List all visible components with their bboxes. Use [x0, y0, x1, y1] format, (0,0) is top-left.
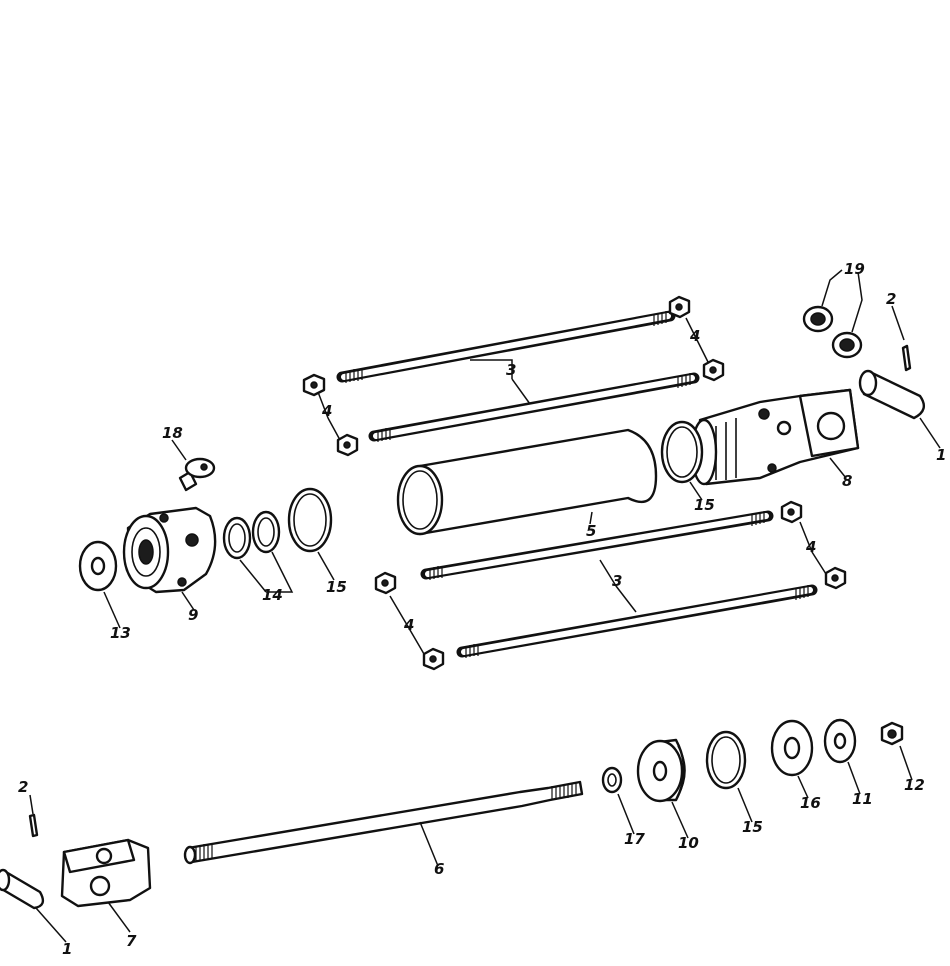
callout-4-a: 4	[689, 327, 700, 345]
callout-15-head: 15	[326, 578, 347, 596]
washer-16	[770, 719, 814, 777]
piston-rod	[183, 780, 584, 865]
callout-16: 16	[800, 794, 821, 812]
tie-rod-nut-1	[302, 373, 326, 397]
cotter-pin-lower	[28, 813, 39, 838]
callout-4-d: 4	[403, 616, 414, 634]
callout-5: 5	[586, 522, 596, 540]
callout-2-upper: 2	[886, 290, 896, 308]
tie-rod-nut-5	[780, 500, 803, 524]
callout-15-barrel: 15	[694, 496, 715, 514]
rod-end-cap	[690, 388, 860, 486]
tie-rod-nut-7	[374, 571, 397, 595]
callout-1-lower: 1	[62, 940, 72, 958]
washer-13	[78, 540, 118, 592]
callout-18: 18	[162, 424, 183, 442]
tie-rod-nut-6	[824, 566, 847, 590]
washer-11	[823, 718, 857, 764]
clevis-pin-lower	[0, 868, 45, 910]
callout-4-b: 4	[321, 402, 332, 420]
o-ring-barrel	[660, 420, 704, 484]
o-ring-head	[287, 487, 333, 553]
callout-13: 13	[110, 624, 131, 642]
seal-14-a	[222, 516, 252, 560]
tie-rod-upper-front	[368, 372, 700, 442]
callout-4-c: 4	[805, 538, 816, 556]
o-ring-piston	[705, 730, 747, 790]
callout-10: 10	[678, 834, 699, 852]
clevis-pin-upper	[858, 369, 926, 420]
grease-fitting	[178, 457, 216, 492]
tie-rod-threads	[345, 311, 809, 658]
callout-17: 17	[624, 830, 645, 848]
callout-15-piston: 15	[742, 818, 763, 836]
tie-rod-nut-2	[336, 433, 359, 457]
rod-clevis	[60, 838, 152, 908]
callout-8: 8	[842, 472, 852, 490]
seal-14-b	[251, 510, 281, 554]
callout-3-upper: 3	[506, 361, 516, 379]
cotter-pin-upper	[901, 344, 912, 372]
callout-2-lower: 2	[18, 778, 28, 796]
tie-rod-nut-3	[668, 295, 691, 319]
callout-14: 14	[262, 586, 283, 604]
callout-1-upper: 1	[936, 446, 946, 464]
tie-rod-nut-8	[422, 647, 445, 671]
tie-rod-upper-back	[336, 310, 676, 383]
bushing-19-a	[802, 305, 834, 333]
washer-17	[601, 766, 623, 794]
tie-rod-lower-front	[456, 584, 818, 658]
cylinder-barrel	[396, 428, 658, 536]
head-end-cap	[122, 506, 217, 594]
piston	[636, 738, 686, 803]
piston-nut	[880, 721, 904, 746]
callout-7: 7	[126, 932, 137, 950]
leader-lines	[29, 269, 941, 943]
callout-9: 9	[188, 606, 198, 624]
callout-3-lower: 3	[612, 572, 622, 590]
callout-12: 12	[904, 776, 925, 794]
callout-11: 11	[852, 790, 873, 808]
bushing-19-b	[831, 331, 863, 359]
tie-rod-nut-4	[702, 358, 725, 382]
tie-rod-lower-back	[420, 510, 774, 580]
callout-6: 6	[434, 860, 444, 878]
callout-19: 19	[844, 260, 865, 278]
